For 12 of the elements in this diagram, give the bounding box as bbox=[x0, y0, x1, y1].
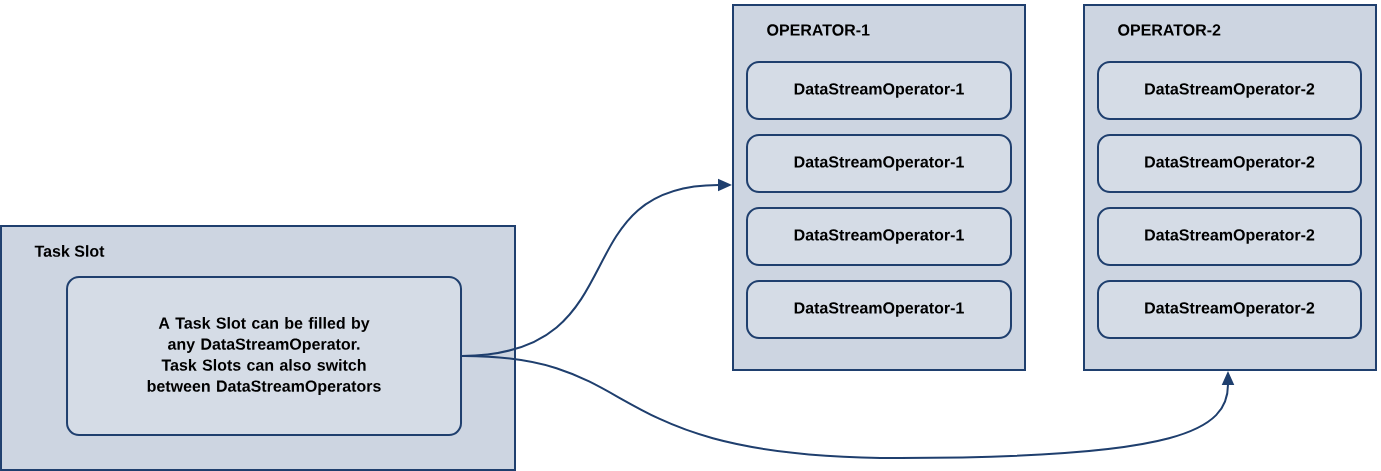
operator-box: DataStreamOperator-2 bbox=[1097, 134, 1362, 193]
operator-box: DataStreamOperator-2 bbox=[1097, 207, 1362, 266]
operator-box: DataStreamOperator-1 bbox=[746, 134, 1012, 193]
operator-box: DataStreamOperator-1 bbox=[746, 280, 1012, 339]
operator-box: DataStreamOperator-1 bbox=[746, 61, 1012, 120]
operator-box: DataStreamOperator-1 bbox=[746, 207, 1012, 266]
operator-box: DataStreamOperator-2 bbox=[1097, 280, 1362, 339]
operator-box: DataStreamOperator-2 bbox=[1097, 61, 1362, 120]
box-heading: Task Slot bbox=[34, 245, 105, 257]
description-box: A Task Slot can be filled by any DataStreamOperator. Task Slots can also switch between DataStreamOperators bbox=[66, 276, 462, 436]
box-heading: OPERATOR-2 bbox=[1118, 24, 1221, 36]
box-heading: OPERATOR-1 bbox=[767, 24, 870, 36]
